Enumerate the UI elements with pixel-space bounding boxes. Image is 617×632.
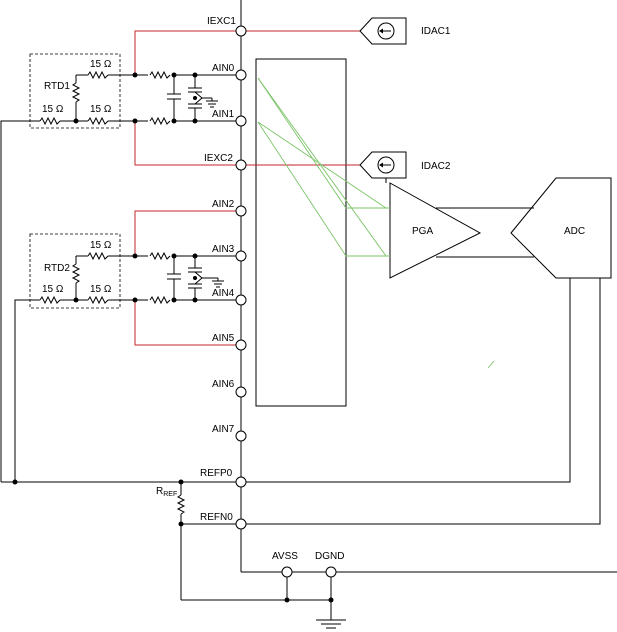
rtd2-r-bl-label: 15 Ω [42, 284, 64, 295]
rtd1-r-top-label: 15 Ω [90, 59, 112, 70]
pin-ain2 [235, 205, 247, 217]
idac2-source [359, 151, 407, 183]
pin-ain1-label: AIN1 [212, 109, 235, 120]
pin-iexc1 [235, 25, 247, 37]
pin-ain0 [235, 69, 247, 81]
pin-avss [281, 566, 293, 578]
pin-ain3-label: AIN3 [212, 244, 235, 255]
pin-ain2-label: AIN2 [212, 199, 235, 210]
adc-label: ADC [564, 226, 585, 237]
pin-dgnd-label: DGND [315, 551, 344, 562]
pga-adc-link [436, 207, 534, 258]
pin-ain5-label: AIN5 [212, 333, 235, 344]
pin-ain6 [235, 386, 247, 398]
pin-iexc1-label: IEXC1 [207, 16, 236, 27]
rtd2-wiring [14, 251, 236, 482]
pin-ain4-label: AIN4 [212, 288, 235, 299]
idac1-label: IDAC1 [421, 26, 451, 37]
pga-label: PGA [412, 226, 433, 237]
rtd2-box [29, 233, 121, 309]
excitation-wires [134, 30, 360, 346]
pin-ain4 [235, 294, 247, 306]
rtd2-label: RTD2 [44, 263, 70, 274]
pin-ain6-label: AIN6 [212, 379, 235, 390]
rtd1-r-bl-label: 15 Ω [42, 104, 64, 115]
rtd2-r-br-label: 15 Ω [90, 284, 112, 295]
idac2-label: IDAC2 [421, 161, 451, 172]
pin-ain7 [235, 430, 247, 442]
reference-network [1, 278, 601, 629]
pin-ain0-label: AIN0 [212, 63, 235, 74]
pin-ain1 [235, 115, 247, 127]
pin-ain5 [235, 339, 247, 351]
pga-block [389, 182, 482, 279]
pin-refp0 [235, 476, 247, 488]
pin-refn0 [235, 518, 247, 530]
adc-block [510, 177, 612, 279]
pin-iexc2 [235, 159, 247, 171]
pin-refp0-label: REFP0 [200, 468, 233, 479]
rtd1-wiring [0, 70, 236, 482]
pin-iexc2-label: IEXC2 [204, 153, 233, 164]
pin-ain3 [235, 250, 247, 262]
idac1-source [359, 17, 407, 45]
mux-signal-paths [257, 77, 495, 369]
pin-avss-label: AVSS [272, 551, 298, 562]
rtd1-r-br-label: 15 Ω [90, 104, 112, 115]
input-mux-block [255, 58, 347, 407]
rtd2-r-top-label: 15 Ω [90, 240, 112, 251]
rtd1-box [29, 53, 121, 129]
pin-ain7-label: AIN7 [212, 424, 235, 435]
rtd1-label: RTD1 [44, 81, 70, 92]
pin-dgnd [325, 566, 337, 578]
pin-refn0-label: REFN0 [200, 512, 233, 523]
rref-label: RREF [156, 486, 177, 498]
